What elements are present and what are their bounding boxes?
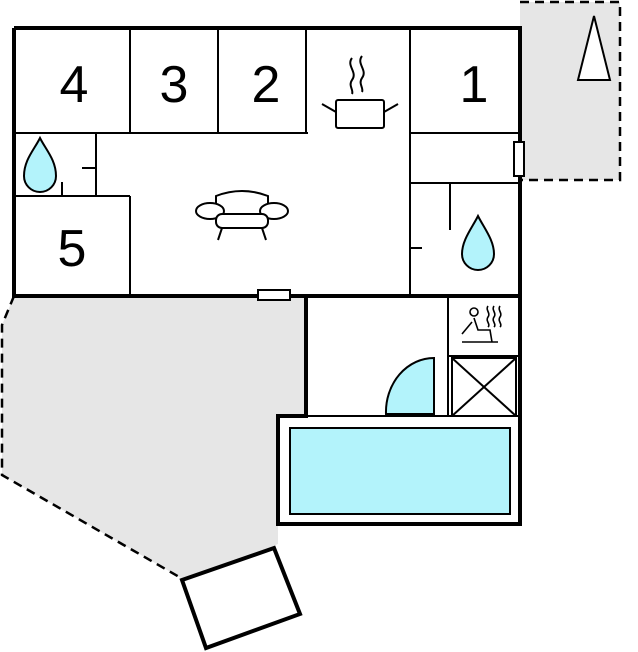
north-arrow-icon bbox=[576, 15, 612, 81]
sofa-icon bbox=[195, 190, 289, 241]
hot-tub-shape bbox=[384, 356, 435, 415]
room-label-2: 2 bbox=[252, 56, 281, 114]
terrace-northeast bbox=[520, 0, 622, 182]
window-east bbox=[513, 141, 525, 177]
water-drop-icon bbox=[460, 213, 496, 271]
stairwell-icon bbox=[451, 357, 517, 417]
room-label-5: 5 bbox=[58, 220, 87, 278]
cooking-pot-icon bbox=[321, 55, 399, 129]
room-label-4: 4 bbox=[60, 56, 89, 114]
room-label-1: 1 bbox=[460, 56, 489, 114]
pool bbox=[289, 427, 511, 515]
sauna-icon bbox=[461, 305, 502, 343]
water-drop-icon bbox=[22, 135, 58, 193]
window-south bbox=[257, 289, 291, 301]
room-label-3: 3 bbox=[160, 56, 189, 114]
interior-walls bbox=[14, 28, 520, 417]
outdoor-box bbox=[179, 545, 303, 651]
terrace-southwest bbox=[0, 295, 306, 584]
